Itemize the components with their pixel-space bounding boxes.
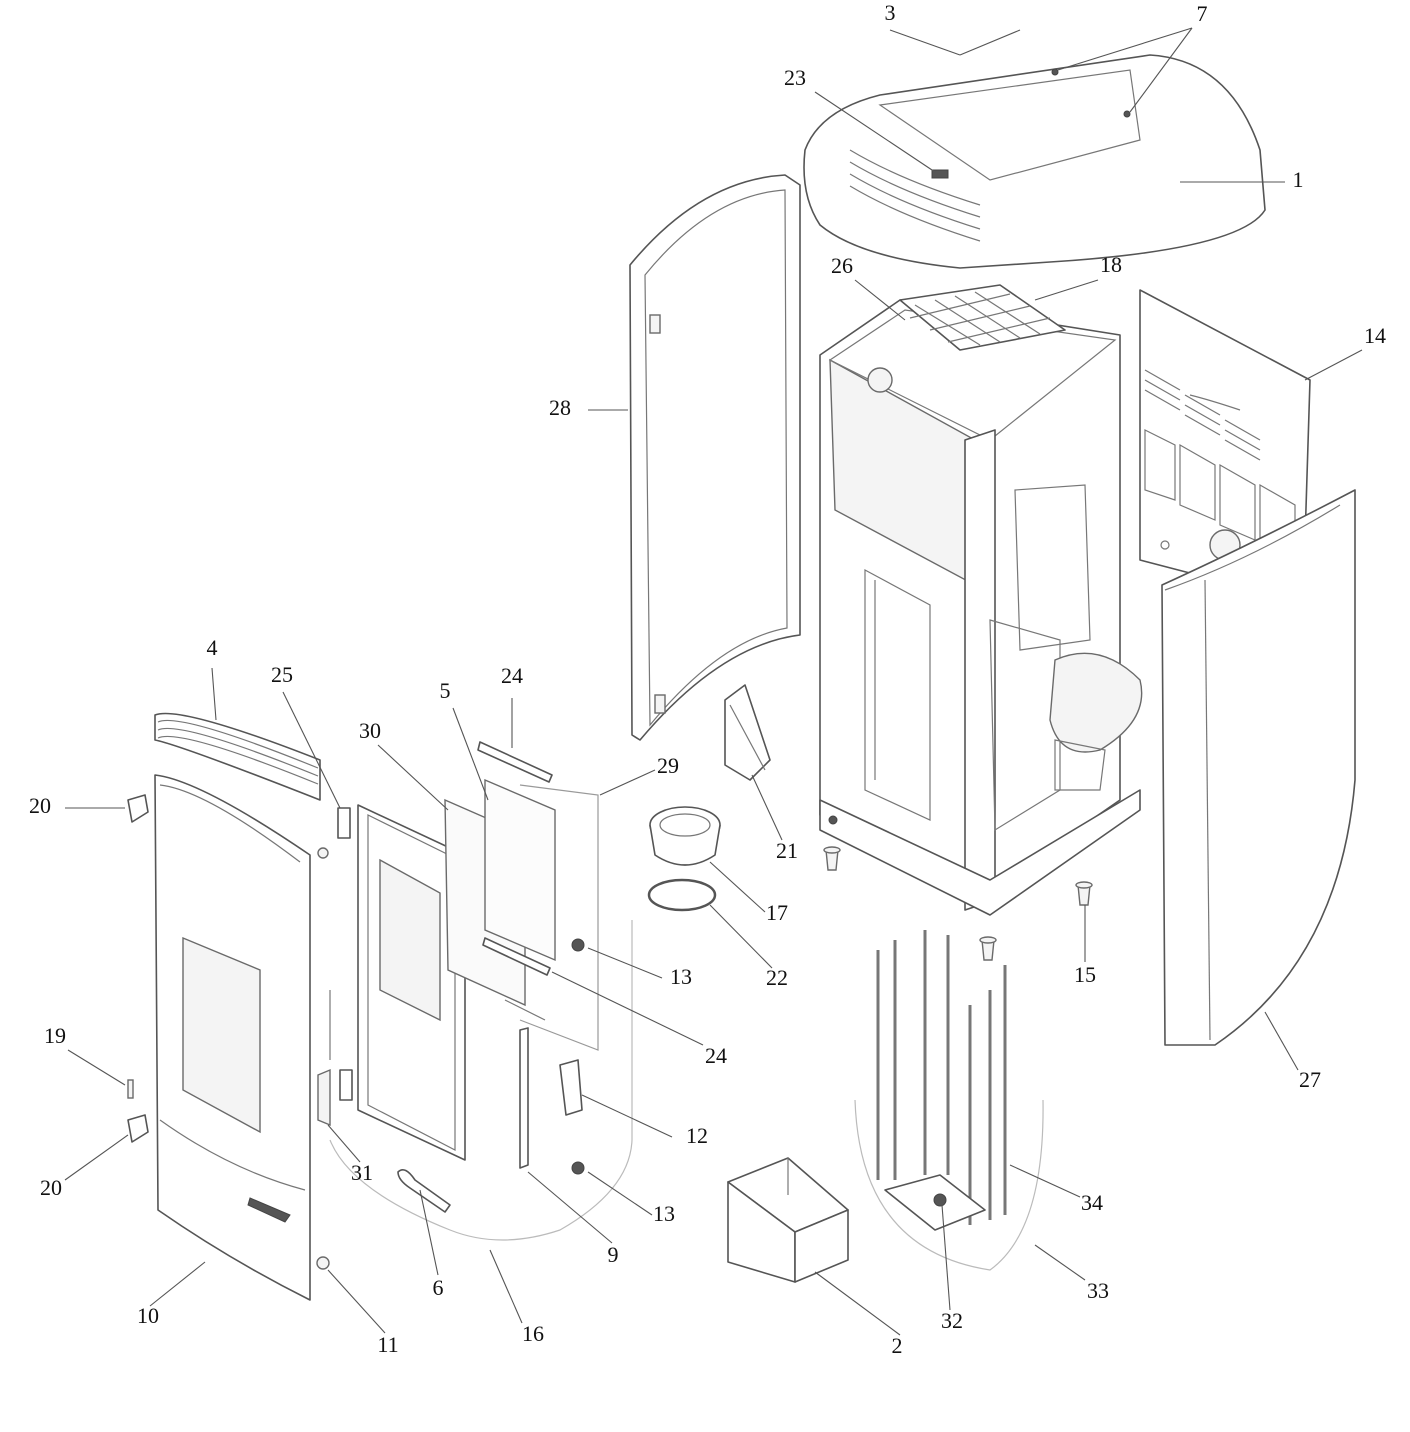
callout-9: 9 <box>608 1242 619 1267</box>
callout-33: 33 <box>1087 1278 1109 1303</box>
callout-24-lower: 24 <box>705 1043 727 1068</box>
callout-3: 3 <box>885 0 896 25</box>
callout-19: 19 <box>44 1023 66 1048</box>
callout-34: 34 <box>1081 1190 1103 1215</box>
callout-4: 4 <box>207 635 218 660</box>
gasket-part <box>647 878 717 912</box>
top-cover-part <box>803 54 1266 269</box>
callout-32: 32 <box>941 1308 963 1333</box>
inner-door-frame-part <box>357 804 466 1161</box>
callout-1: 1 <box>1293 167 1304 192</box>
callout-22: 22 <box>766 965 788 990</box>
screw-part-7 <box>1051 68 1131 118</box>
callout-5: 5 <box>440 678 451 703</box>
back-panel-part <box>1139 289 1311 591</box>
callout-15: 15 <box>1074 962 1096 987</box>
callout-26: 26 <box>831 253 853 278</box>
latch-rod-part <box>504 999 546 1169</box>
latch-screw-part <box>571 938 585 1175</box>
hinge-part <box>127 794 149 1143</box>
callout-28: 28 <box>549 395 571 420</box>
leader-lines <box>64 27 1363 1336</box>
ash-drawer-part <box>727 1157 849 1283</box>
callout-13-lower: 13 <box>653 1201 675 1226</box>
glass-gasket-part <box>519 784 599 1051</box>
stove-body-frame <box>819 299 1143 916</box>
knob-part <box>316 847 330 1270</box>
callout-23: 23 <box>784 65 806 90</box>
callout-2: 2 <box>892 1333 903 1358</box>
foot-part <box>823 846 1093 961</box>
door-assembly-outline <box>329 920 633 1241</box>
callout-25: 25 <box>271 662 293 687</box>
callout-14: 14 <box>1364 323 1386 348</box>
callout-30: 30 <box>359 718 381 743</box>
front-door-panel-part <box>154 774 311 1301</box>
callout-31: 31 <box>351 1160 373 1185</box>
callout-7: 7 <box>1197 1 1208 26</box>
callout-12: 12 <box>686 1123 708 1148</box>
door-handle-part <box>397 1169 451 1213</box>
callout-18: 18 <box>1100 252 1122 277</box>
latch-part <box>559 1059 583 1116</box>
hinge-bracket-part <box>337 807 353 1101</box>
burner-pot-part <box>649 806 721 866</box>
callout-29: 29 <box>657 753 679 778</box>
callout-11: 11 <box>377 1332 398 1357</box>
callout-20-lower: 20 <box>40 1175 62 1200</box>
callout-13-upper: 13 <box>670 964 692 989</box>
bracket-part <box>724 684 771 781</box>
door-top-grille-part <box>154 712 321 801</box>
callout-10: 10 <box>137 1303 159 1328</box>
callout-6: 6 <box>433 1275 444 1300</box>
callout-17: 17 <box>766 900 788 925</box>
callout-27: 27 <box>1299 1067 1321 1092</box>
callout-20-upper: 20 <box>29 793 51 818</box>
glass-retainer-bar-part <box>477 741 553 976</box>
callout-21: 21 <box>776 838 798 863</box>
spring-assembly-part <box>854 930 1044 1271</box>
top-grille-part <box>899 284 1066 351</box>
right-side-panel-part <box>1161 489 1356 1046</box>
callout-24-upper: 24 <box>501 663 523 688</box>
left-side-panel-part <box>629 174 801 741</box>
callout-16: 16 <box>522 1321 544 1346</box>
side-strip-part <box>317 990 331 1127</box>
callout-labels: 1 2 3 4 5 6 7 9 10 11 12 13 13 14 15 16 … <box>29 0 1386 1358</box>
pin-part <box>127 1079 134 1099</box>
